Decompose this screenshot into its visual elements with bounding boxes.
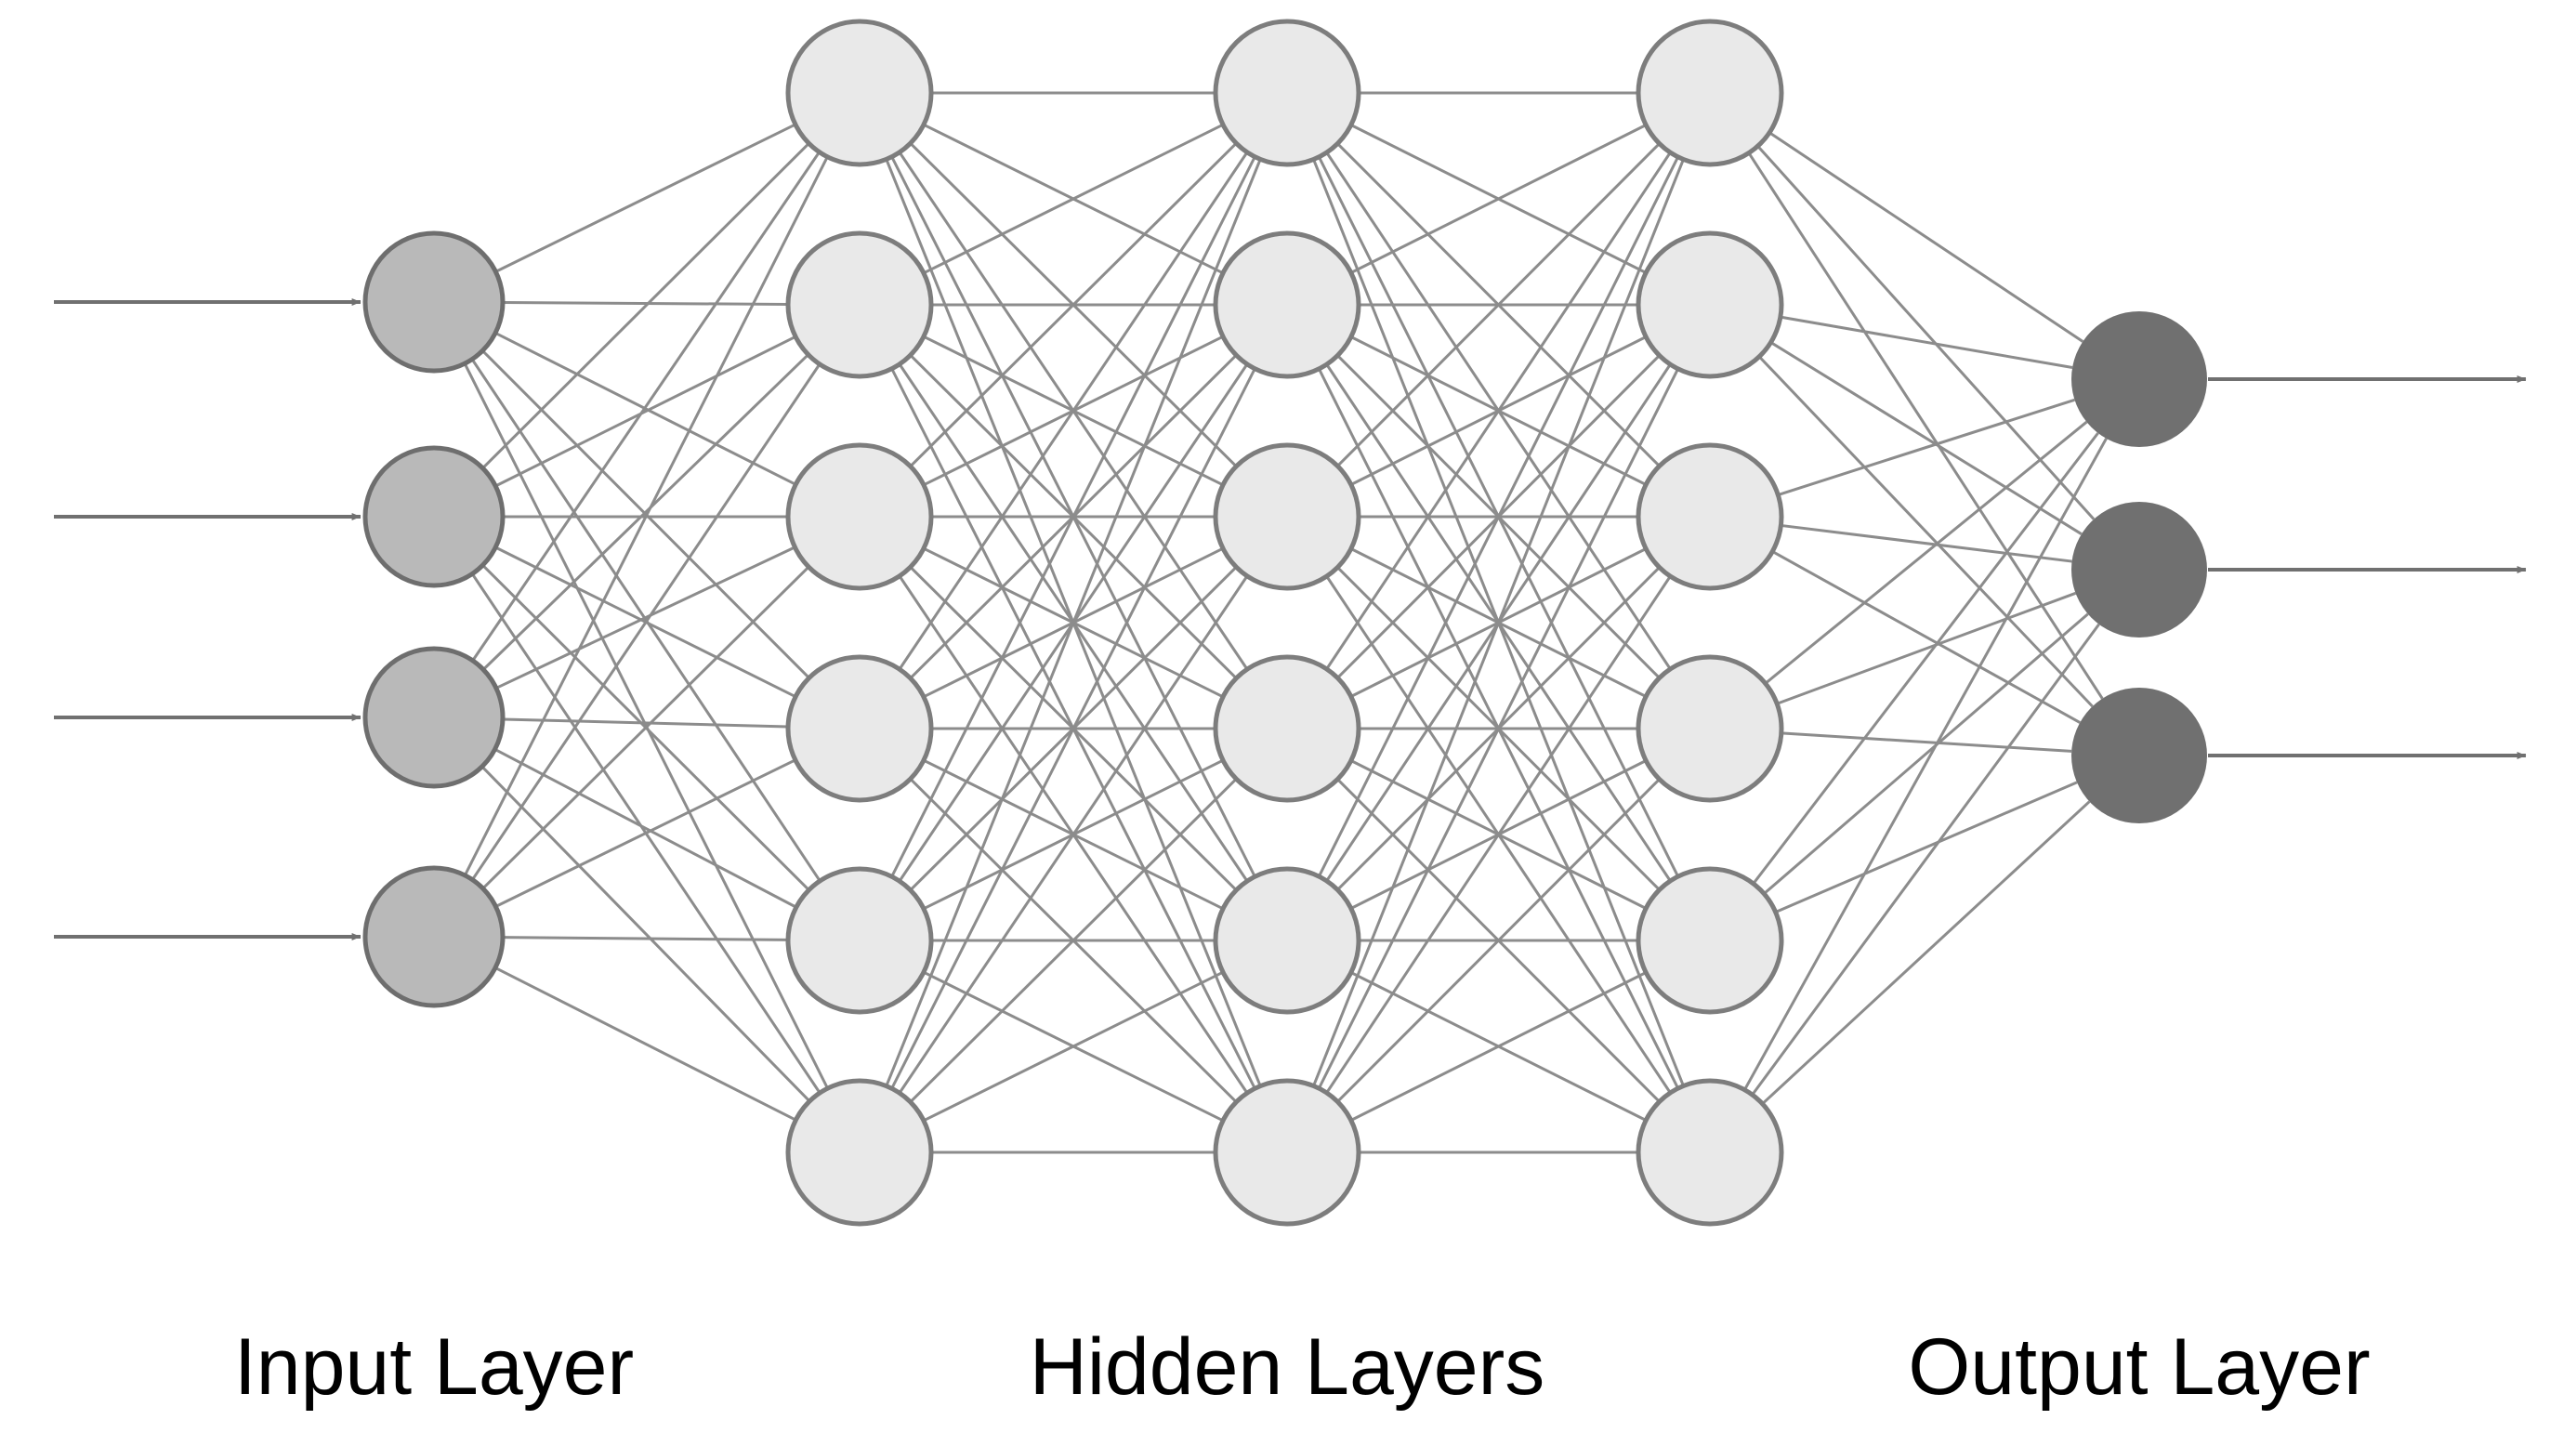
neuron-node-input-1[interactable] [362,230,506,374]
connection-edge [495,546,795,690]
neuron-node-input-3[interactable] [362,646,506,789]
connection-edge [1768,131,2084,343]
output-arrows [2208,375,2527,759]
connection-edge [481,566,810,890]
connection-edge [1756,145,2096,520]
neuron-node-hidden3-2[interactable] [1636,230,1784,379]
connection-edge [1777,398,2075,496]
connection-edge [1758,355,2094,708]
neuron-node-hidden3-3[interactable] [1636,442,1784,591]
connection-edge [493,748,797,909]
connection-edge [1751,623,2100,1096]
neuron-node-hidden1-6[interactable] [785,1078,934,1227]
neuron-node-output-3[interactable] [2071,688,2207,823]
neuron-node-hidden2-2[interactable] [1213,230,1361,379]
connection-edge [1752,432,2099,885]
connection-edges [463,91,2108,1154]
connection-edge [494,123,796,273]
connection-edge [923,123,1224,275]
connection-edge [1776,591,2077,705]
neuron-node-input-2[interactable] [362,445,506,588]
neuron-node-hidden2-4[interactable] [1213,654,1361,803]
connection-edge [1781,731,2072,753]
neuron-node-hidden1-1[interactable] [785,19,934,167]
connection-edge [471,151,821,662]
connection-edge [909,142,1238,467]
connection-edge [1336,778,1661,1103]
connection-edge [1743,438,2108,1091]
connection-edge [1747,151,2104,700]
neuron-node-hidden3-4[interactable] [1636,654,1784,803]
connection-edge [471,363,821,881]
connection-edge [1781,523,2072,563]
connection-edge [482,353,809,671]
neuron-node-output-1[interactable] [2071,311,2207,447]
connection-edge [1325,575,1672,1094]
connection-edge [890,368,1256,1089]
network-nodes [362,19,2207,1227]
neuron-node-hidden3-6[interactable] [1636,1078,1784,1227]
neuron-node-hidden2-6[interactable] [1213,1078,1361,1227]
connection-edge [1350,124,1647,274]
connection-edge [885,158,1262,1087]
connection-edge [1312,158,1685,1087]
connection-edge [890,156,1256,877]
connection-edge [502,300,789,306]
connection-edge [494,335,796,488]
connection-edge [1763,612,2089,895]
output-layer-label: Output Layer [1908,1322,2370,1412]
connection-edge [898,151,1249,670]
input-arrows [54,298,361,940]
neuron-node-input-4[interactable] [362,865,506,1008]
connection-edge [898,575,1249,1094]
neuron-node-hidden3-1[interactable] [1636,19,1784,167]
connection-edge [1318,156,1679,877]
connection-edge [463,156,829,876]
connection-edge [1350,971,1647,1122]
hidden-layers-label: Hidden Layers [1030,1322,1545,1412]
neuron-node-output-2[interactable] [2071,502,2207,638]
connection-edge [1775,781,2078,914]
neuron-node-hidden1-2[interactable] [785,230,934,379]
connection-edge [494,758,796,908]
neuron-node-hidden2-3[interactable] [1213,442,1361,591]
connection-edge [1761,800,2091,1105]
connection-edge [1769,341,2083,535]
connection-edge [1780,315,2073,370]
connection-edge [923,970,1224,1123]
input-layer-label: Input Layer [234,1322,634,1412]
connection-edge [1336,142,1661,467]
neuron-node-hidden3-5[interactable] [1636,866,1784,1015]
neuron-node-hidden1-3[interactable] [785,442,934,591]
connection-edge [480,765,811,1103]
connection-edge [1318,368,1679,1089]
connection-edge [909,778,1238,1103]
neuron-node-hidden1-5[interactable] [785,866,934,1015]
connection-edge [1764,420,2088,685]
neuron-node-hidden2-5[interactable] [1213,866,1361,1015]
connection-edge [1325,151,1672,670]
connection-edge [1771,550,2081,724]
connection-edge [481,142,810,469]
neuron-node-hidden2-1[interactable] [1213,19,1361,167]
connection-edge [494,966,796,1122]
neuron-node-hidden1-4[interactable] [785,654,934,803]
connection-edge [502,717,789,729]
connection-edge [502,936,789,941]
